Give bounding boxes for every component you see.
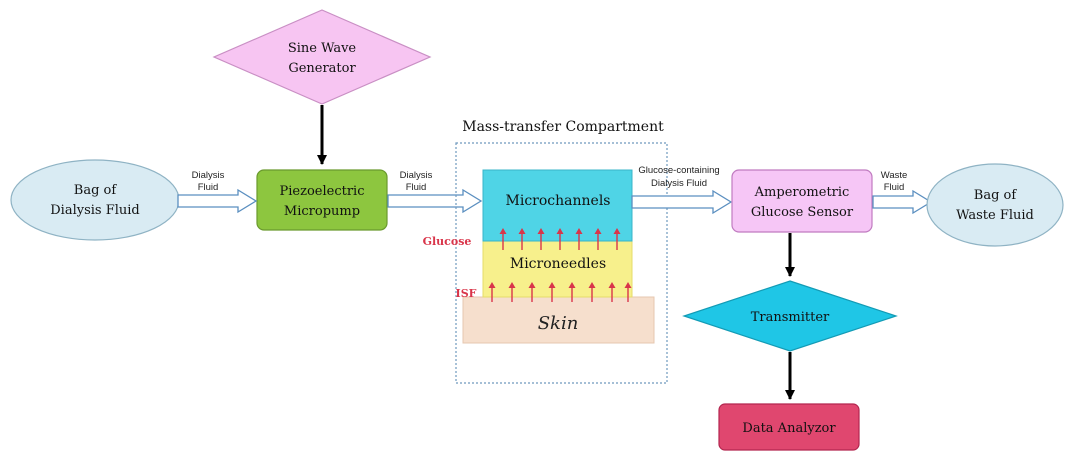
glucose-arrowhead-1 bbox=[499, 228, 507, 234]
compartment-border bbox=[455, 142, 668, 384]
compartment-title: Mass-transfer Compartment bbox=[462, 119, 664, 135]
sensor-to-waste-label-line1: Waste bbox=[881, 170, 908, 181]
bag-to-pump-label-line1: Dialysis bbox=[192, 170, 225, 181]
transmitter-shape bbox=[682, 280, 898, 352]
isf-arrowhead-1 bbox=[488, 282, 496, 288]
hollow-arrow-icon bbox=[177, 188, 258, 214]
glucose-diffusion-arrows bbox=[499, 228, 621, 250]
dialysis-bag-line2: Dialysis Fluid bbox=[50, 203, 140, 218]
glucose-arrowhead-5 bbox=[575, 228, 583, 234]
isf-arrowhead-6 bbox=[588, 282, 596, 288]
bag-to-pump-arrow bbox=[177, 188, 258, 214]
glucose-arrowhead-4 bbox=[556, 228, 564, 234]
glucose-sensor-line2: Glucose Sensor bbox=[751, 205, 854, 220]
sine-wave-generator-line2: Generator bbox=[288, 61, 356, 76]
transmitter-label: Transmitter bbox=[751, 310, 830, 325]
data-analyzer-label: Data Analyzor bbox=[742, 421, 836, 436]
hollow-arrow-icon bbox=[387, 188, 483, 214]
hollow-arrow-icon bbox=[631, 189, 733, 215]
transmitter-node: Transmitter bbox=[682, 280, 898, 352]
data-analyzer-node: Data Analyzor bbox=[718, 403, 860, 451]
sine-wave-generator-line1: Sine Wave bbox=[288, 41, 357, 56]
microchannels-label: Microchannels bbox=[506, 193, 611, 209]
compartment-to-sensor-arrow bbox=[631, 189, 733, 215]
isf-arrowhead-7 bbox=[608, 282, 616, 288]
isf-diffusion-arrows bbox=[488, 282, 632, 302]
glucose-arrowhead-6 bbox=[594, 228, 602, 234]
isf-label: ISF bbox=[456, 287, 477, 300]
micropump-node: Piezoelectric Micropump bbox=[256, 169, 388, 231]
isf-arrowhead-3 bbox=[528, 282, 536, 288]
waste-bag-shape bbox=[926, 163, 1064, 247]
glucose-sensor-shape bbox=[731, 169, 873, 233]
data-analyzer-shape bbox=[718, 403, 860, 451]
waste-bag-line1: Bag of bbox=[974, 188, 1018, 203]
microneedles-label: Microneedles bbox=[510, 256, 606, 272]
compartment-to-sensor-label-line2: Dialysis Fluid bbox=[651, 178, 707, 189]
compartment-to-sensor-label-line1: Glucose-containing bbox=[638, 165, 719, 176]
sine-wave-generator-shape bbox=[212, 9, 432, 105]
micropump-line1: Piezoelectric bbox=[280, 184, 365, 199]
isf-arrowhead-5 bbox=[568, 282, 576, 288]
sensor-to-waste-arrow bbox=[872, 189, 933, 215]
isf-arrowhead-2 bbox=[508, 282, 516, 288]
bag-to-pump-label-line2: Fluid bbox=[198, 182, 219, 193]
glucose-sensor-node: Amperometric Glucose Sensor bbox=[731, 169, 873, 233]
pump-to-compartment-label-line1: Dialysis bbox=[400, 170, 433, 181]
dialysis-bag-shape bbox=[10, 159, 180, 241]
glucose-sensor-line1: Amperometric bbox=[754, 185, 850, 200]
micropump-shape bbox=[256, 169, 388, 231]
glucose-arrowhead-3 bbox=[537, 228, 545, 234]
micropump-line2: Micropump bbox=[284, 204, 360, 219]
skin-label: Skin bbox=[538, 313, 579, 334]
glucose-arrowhead-2 bbox=[518, 228, 526, 234]
sine-wave-generator-node: Sine Wave Generator bbox=[212, 9, 432, 105]
sensor-to-waste-label-line2: Fluid bbox=[884, 182, 905, 193]
glucose-arrowhead-7 bbox=[613, 228, 621, 234]
microchannels-layer bbox=[482, 169, 633, 242]
dialysis-bag-node: Bag of Dialysis Fluid bbox=[10, 159, 180, 241]
waste-bag-node: Bag of Waste Fluid bbox=[926, 163, 1064, 247]
pump-to-compartment-arrow bbox=[387, 188, 483, 214]
isf-arrowhead-4 bbox=[548, 282, 556, 288]
skin-layer bbox=[462, 296, 655, 344]
pump-to-compartment-label-line2: Fluid bbox=[406, 182, 427, 193]
dialysis-bag-line1: Bag of bbox=[74, 183, 118, 198]
isf-arrowhead-8 bbox=[624, 282, 632, 288]
hollow-arrow-icon bbox=[872, 189, 933, 215]
waste-bag-line2: Waste Fluid bbox=[956, 208, 1034, 223]
glucose-label: Glucose bbox=[423, 235, 472, 248]
